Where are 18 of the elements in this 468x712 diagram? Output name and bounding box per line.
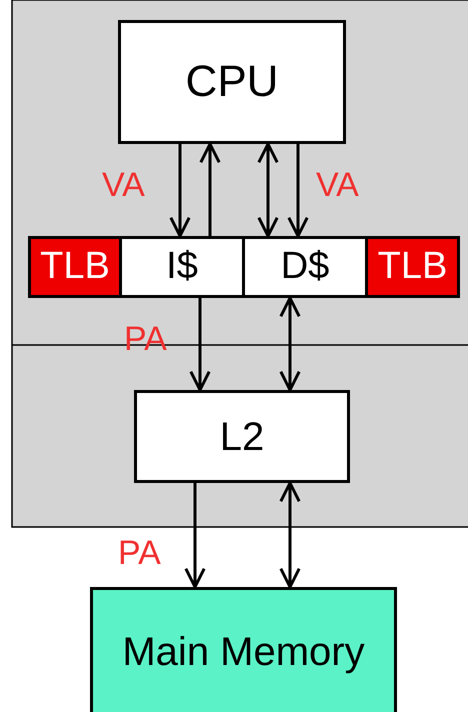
arrow [279,482,301,588]
tlb-box: TLB [28,236,122,298]
arrow [287,144,309,238]
cache-box: L2 [134,390,350,483]
edge-label: VA [316,168,359,202]
arrow [257,142,279,238]
cache-box: I$ [119,236,245,298]
arrow [199,142,221,236]
arrow [279,296,301,392]
cpu-box: CPU [118,20,346,144]
arrow [184,483,206,588]
edge-label: PA [118,536,161,570]
memory-box: Main Memory [90,587,397,712]
tlb-box: TLB [365,236,460,298]
cache-box: D$ [242,236,368,298]
arrow [189,298,211,392]
arrow [169,144,191,238]
edge-label: VA [102,168,145,202]
